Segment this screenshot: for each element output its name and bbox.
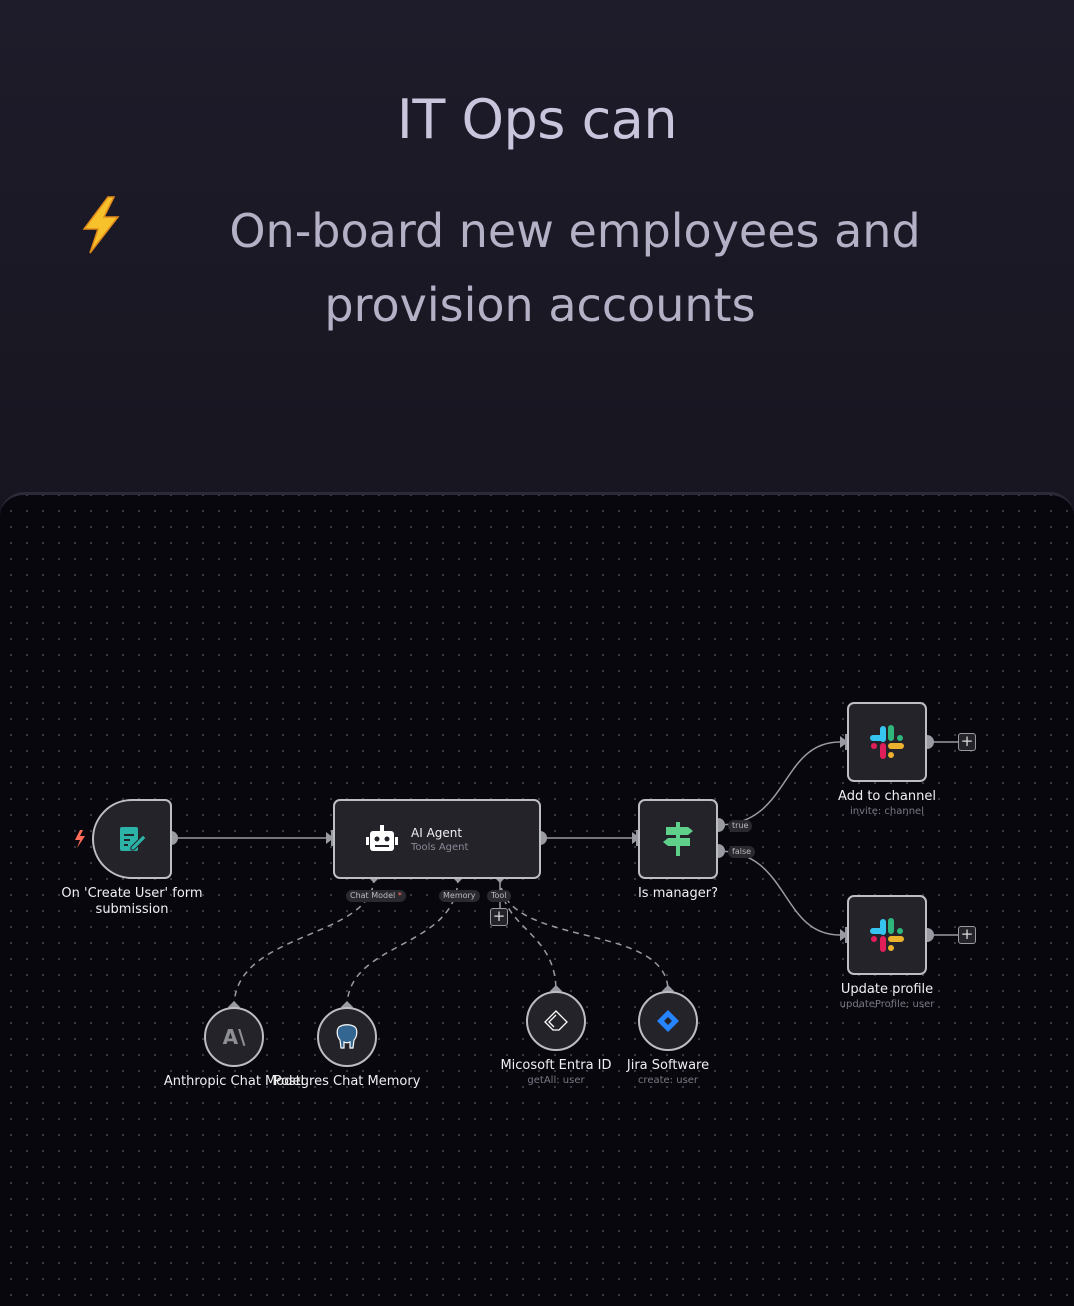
robot-icon — [366, 825, 398, 851]
add-channel-sublabel: invite: channel — [849, 806, 924, 817]
slack-icon — [870, 918, 904, 952]
add-channel-label: Add to channel — [838, 789, 936, 804]
node-anthropic[interactable]: A\ — [204, 1007, 264, 1067]
jira-label: Jira Software — [626, 1058, 710, 1073]
entra-sublabel: getAll: user — [527, 1075, 585, 1086]
node-is-manager[interactable] — [638, 799, 718, 879]
node-jira[interactable] — [638, 991, 698, 1051]
node-entra[interactable] — [526, 991, 586, 1051]
slack-icon — [870, 725, 904, 759]
subtitle-text: On-board new employees and provision acc… — [229, 204, 921, 332]
update-profile-label: Update profile — [840, 982, 934, 997]
node-postgres[interactable] — [317, 1007, 377, 1067]
add-tool-button[interactable]: + — [490, 908, 508, 926]
entra-icon — [544, 1010, 568, 1031]
signpost-icon — [663, 822, 693, 856]
node-form-trigger[interactable] — [92, 799, 172, 879]
lightning-bolt-icon — [82, 196, 120, 254]
if-label: Is manager? — [637, 886, 719, 901]
agent-sublabel: Tools Agent — [411, 841, 469, 853]
agent-label: AI Agent — [411, 825, 463, 840]
trigger-bolt-icon — [75, 830, 85, 848]
trigger-label: On 'Create User' form submission — [61, 886, 203, 917]
page-subtitle: On-board new employees and provision acc… — [60, 194, 1020, 342]
node-ai-agent[interactable]: AI Agent Tools Agent — [333, 799, 541, 879]
node-add-to-channel[interactable] — [847, 702, 927, 782]
port-chat-model[interactable]: Chat Model * — [346, 890, 406, 902]
hero-header: IT Ops can On-board new employees and pr… — [0, 0, 1074, 520]
update-profile-sublabel: updateProfile: user — [839, 999, 935, 1010]
jira-sublabel: create: user — [637, 1075, 699, 1086]
add-node-button[interactable]: + — [958, 733, 976, 751]
port-tool[interactable]: Tool — [487, 890, 511, 902]
anthropic-label: Anthropic Chat Model — [163, 1074, 305, 1089]
entra-label: Micosoft Entra ID — [500, 1058, 612, 1073]
node-update-profile[interactable] — [847, 895, 927, 975]
port-memory[interactable]: Memory — [439, 890, 480, 902]
true-branch-label: true — [728, 820, 753, 832]
postgres-label: Postgres Chat Memory — [273, 1074, 421, 1089]
form-icon — [120, 827, 147, 851]
postgres-icon — [336, 1024, 358, 1049]
add-node-button[interactable]: + — [958, 926, 976, 944]
page-title: IT Ops can — [396, 88, 678, 151]
anthropic-icon: A\ — [222, 1025, 246, 1049]
false-branch-label: false — [728, 846, 756, 858]
jira-icon — [657, 1010, 679, 1032]
